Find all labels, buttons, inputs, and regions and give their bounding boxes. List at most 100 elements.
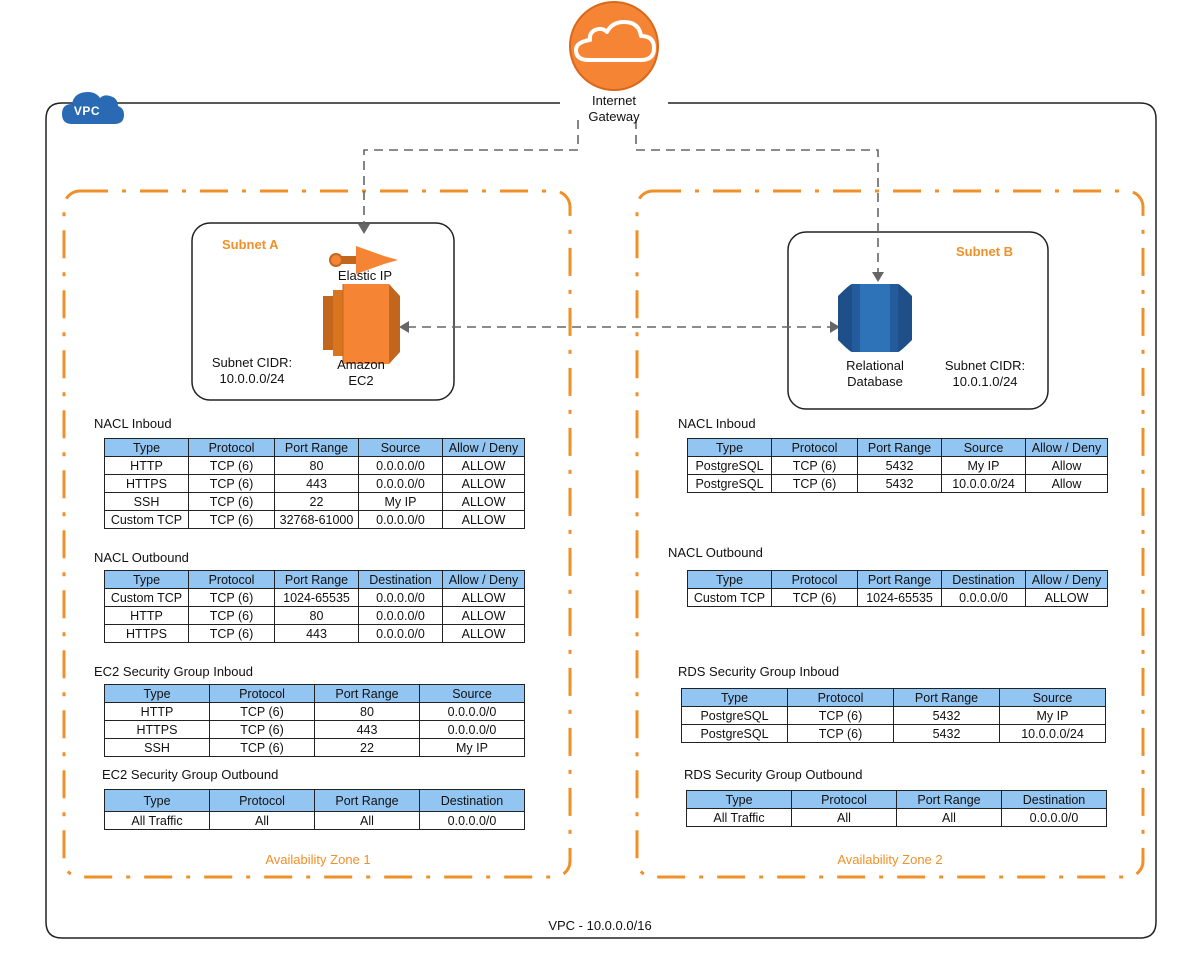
availability-zone-1-label: Availability Zone 1 xyxy=(265,852,371,867)
table-cell: 0.0.0.0/0 xyxy=(941,588,1026,607)
column-header: Port Range xyxy=(896,790,1002,809)
table-cell: All xyxy=(209,811,315,830)
table-cell: All Traffic xyxy=(686,808,792,827)
column-header: Protocol xyxy=(209,684,315,703)
arrowhead-ec2-left xyxy=(399,321,409,333)
table-cell: Custom TCP xyxy=(104,588,189,607)
subnet-a-cidr-line1: Subnet CIDR: xyxy=(211,355,293,370)
arrowhead-database-right xyxy=(830,321,840,333)
table-cell: My IP xyxy=(999,706,1106,725)
table-cell: 0.0.0.0/0 xyxy=(1001,808,1107,827)
zone2-nacl-outbound-table: Type Protocol Port Range Destination All… xyxy=(687,570,1108,607)
table-cell: TCP (6) xyxy=(209,702,315,721)
table-cell: ALLOW xyxy=(442,624,525,643)
table-cell: TCP (6) xyxy=(771,474,858,493)
table-header-row: Type Protocol Port Range Source xyxy=(104,684,525,703)
table-cell: TCP (6) xyxy=(209,720,315,739)
gateway-to-elastic-ip-line xyxy=(363,120,579,224)
column-header: Allow / Deny xyxy=(442,438,525,457)
table-cell: PostgreSQL xyxy=(681,724,788,743)
table-header-row: Type Protocol Port Range Source xyxy=(681,688,1106,707)
column-header: Port Range xyxy=(274,438,359,457)
column-header: Source xyxy=(999,688,1106,707)
column-header: Type xyxy=(104,789,210,812)
zone2-sg-inbound-table: Type Protocol Port Range Source PostgreS… xyxy=(681,688,1106,743)
column-header: Destination xyxy=(941,570,1026,589)
ec2-label-line2: EC2 xyxy=(348,373,374,388)
column-header: Source xyxy=(941,438,1026,457)
column-header: Destination xyxy=(358,570,443,589)
column-header: Port Range xyxy=(274,570,359,589)
column-header: Source xyxy=(358,438,443,457)
column-header: Protocol xyxy=(771,570,858,589)
table-cell: 0.0.0.0/0 xyxy=(358,588,443,607)
column-header: Protocol xyxy=(188,570,275,589)
table-cell: 443 xyxy=(274,624,359,643)
table-cell: All xyxy=(791,808,897,827)
zone1-nacl-inbound-table: Type Protocol Port Range Source Allow / … xyxy=(104,438,525,529)
subnet-b-cidr-line1: Subnet CIDR: xyxy=(944,358,1026,373)
column-header: Allow / Deny xyxy=(442,570,525,589)
arrowhead-database-top xyxy=(872,272,884,282)
column-header: Allow / Deny xyxy=(1025,438,1108,457)
table-cell: 0.0.0.0/0 xyxy=(358,624,443,643)
table-cell: 0.0.0.0/0 xyxy=(419,702,525,721)
zone2-sg-inbound-title: RDS Security Group Inboud xyxy=(678,664,840,679)
vpc-cidr-label: VPC - 10.0.0.0/16 xyxy=(548,918,652,933)
table-cell: 32768-61000 xyxy=(274,510,359,529)
column-header: Allow / Deny xyxy=(1025,570,1108,589)
table-cell: 443 xyxy=(274,474,359,493)
relational-database-icon xyxy=(838,284,912,352)
column-header: Type xyxy=(687,570,772,589)
column-header: Protocol xyxy=(791,790,897,809)
table-cell: TCP (6) xyxy=(188,588,275,607)
table-cell: My IP xyxy=(419,738,525,757)
table-cell: 1024-65535 xyxy=(857,588,942,607)
table-cell: ALLOW xyxy=(1025,588,1108,607)
table-cell: 5432 xyxy=(893,724,1000,743)
column-header: Source xyxy=(419,684,525,703)
table-cell: 80 xyxy=(274,606,359,625)
table-cell: ALLOW xyxy=(442,474,525,493)
table-cell: ALLOW xyxy=(442,456,525,475)
table-cell: All xyxy=(314,811,420,830)
table-cell: 0.0.0.0/0 xyxy=(419,720,525,739)
table-header-row: Type Protocol Port Range Destination All… xyxy=(687,570,1108,589)
table-header-row: Type Protocol Port Range Source Allow / … xyxy=(104,438,525,457)
table-cell: ALLOW xyxy=(442,588,525,607)
table-cell: 443 xyxy=(314,720,420,739)
subnet-b-title: Subnet B xyxy=(956,244,1014,259)
subnet-b-cidr-line2: 10.0.1.0/24 xyxy=(952,374,1018,389)
table-cell: PostgreSQL xyxy=(687,456,772,475)
zone1-sg-inbound-title: EC2 Security Group Inboud xyxy=(94,664,253,679)
zone2-nacl-inbound-title: NACL Inboud xyxy=(678,416,756,431)
table-cell: PostgreSQL xyxy=(687,474,772,493)
table-cell: 1024-65535 xyxy=(274,588,359,607)
table-cell: HTTP xyxy=(104,702,210,721)
table-cell: Allow xyxy=(1025,474,1108,493)
column-header: Destination xyxy=(419,789,525,812)
vpc-badge-label: VPC xyxy=(73,104,101,118)
internet-gateway-label-line1: Internet xyxy=(591,93,637,108)
zone1-sg-outbound-table: Type Protocol Port Range Destination All… xyxy=(104,789,525,830)
elastic-ip-label: Elastic IP xyxy=(337,268,393,283)
table-cell: Custom TCP xyxy=(104,510,189,529)
table-cell: 0.0.0.0/0 xyxy=(419,811,525,830)
table-cell: 22 xyxy=(274,492,359,511)
subnet-b-box xyxy=(787,231,1049,410)
vpc-boundary xyxy=(45,102,1157,939)
table-cell: Allow xyxy=(1025,456,1108,475)
